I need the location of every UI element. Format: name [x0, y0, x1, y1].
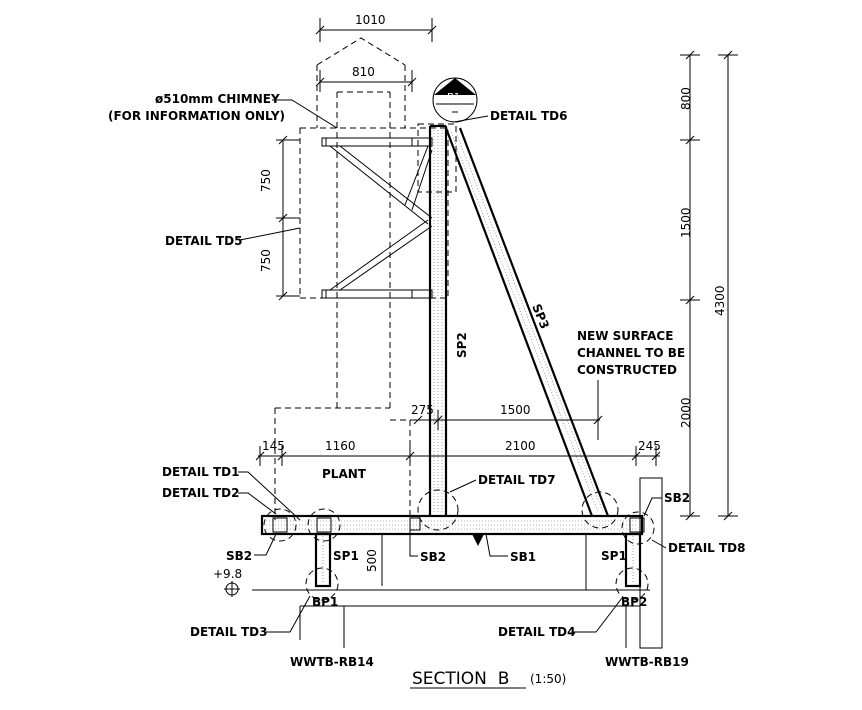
dim-2100: 2100 — [505, 439, 536, 453]
detail-td1-label: DETAIL TD1 — [162, 465, 239, 479]
chimney-brackets — [321, 137, 433, 299]
dim-2000: 2000 — [679, 397, 693, 428]
right-vertical-dimensions: 800 1500 2000 4300 — [679, 50, 738, 521]
top-dimensions: 1010 810 — [315, 13, 437, 92]
sb2-right-leader — [643, 497, 662, 517]
detail-td2-label: DETAIL TD2 — [162, 486, 239, 500]
right-wall — [639, 477, 663, 649]
dim-750-upper: 750 — [259, 169, 273, 192]
new-channel-line1: NEW SURFACE — [577, 329, 673, 343]
detail-td5-label: DETAIL TD5 — [165, 234, 242, 248]
dim-275: 275 — [411, 403, 434, 417]
dim-145: 145 — [262, 439, 285, 453]
td7-leader — [449, 479, 477, 493]
detail-circles — [263, 489, 655, 601]
dim-1010: 1010 — [355, 13, 386, 27]
chimney-leader — [272, 99, 338, 129]
detail-td6-label: DETAIL TD6 — [490, 109, 567, 123]
td5-leader — [239, 227, 301, 241]
new-channel-line3: CONSTRUCTED — [577, 363, 677, 377]
sp2-label: SP2 — [455, 332, 469, 358]
dim-1500-vertical: 1500 — [679, 207, 693, 238]
dim-245: 245 — [638, 439, 661, 453]
dim-1500-horizontal: 1500 — [500, 403, 531, 417]
rb19-label: WWTB-RB19 — [605, 655, 689, 669]
new-channel-line2: CHANNEL TO BE — [577, 346, 685, 360]
plant-label: PLANT — [322, 467, 367, 481]
dim-4300: 4300 — [713, 285, 727, 316]
td4-leader — [572, 597, 623, 633]
sp1-posts — [314, 532, 642, 588]
sp3-strut — [444, 127, 610, 517]
sb2-left-label: SB2 — [226, 549, 252, 563]
section-title: SECTION B — [412, 669, 509, 689]
dim-500: 500 — [365, 549, 379, 572]
chimney-label-line1: ø510mm CHIMNEY — [155, 92, 280, 106]
bp2-label: BP2 — [621, 595, 647, 609]
level-marker: +9.8 — [213, 567, 242, 597]
b1-label: B1 — [447, 92, 460, 103]
dim-750-lower: 750 — [259, 249, 273, 272]
detail-td4-label: DETAIL TD4 — [498, 625, 575, 639]
td2-leader — [238, 492, 277, 515]
chimney-outline — [274, 37, 449, 520]
td3-leader — [266, 595, 311, 633]
rb14-label: WWTB-RB14 — [290, 655, 374, 669]
sb1-label: SB1 — [510, 550, 536, 564]
detail-td8-label: DETAIL TD8 — [668, 541, 745, 555]
sp1-left-label: SP1 — [333, 549, 359, 563]
sb2-left-leader — [254, 533, 277, 556]
level-label: +9.8 — [213, 567, 242, 581]
sp2-column — [428, 124, 448, 516]
td1-leader — [238, 471, 301, 521]
sb1-base-beam — [260, 514, 644, 536]
sp1-right-label: SP1 — [601, 549, 627, 563]
sb2-mid-label: SB2 — [420, 550, 446, 564]
b1-detail-symbol: B1 — [432, 77, 478, 123]
detail-td7-label: DETAIL TD7 — [478, 473, 555, 487]
sb2-mid-leader — [409, 530, 418, 557]
dim-800: 800 — [679, 87, 693, 110]
sb2-right-label: SB2 — [664, 491, 690, 505]
td8-leader — [651, 539, 667, 549]
mid-horizontal-dimensions: 275 1500 — [410, 403, 603, 430]
bp1-label: BP1 — [312, 595, 338, 609]
detail-td3-label: DETAIL TD3 — [190, 625, 267, 639]
dim-1160: 1160 — [325, 439, 356, 453]
td6-box — [417, 123, 457, 193]
sb1-leader — [485, 533, 508, 557]
section-marker — [472, 534, 484, 546]
ground-line — [252, 534, 650, 648]
td6-leader — [453, 115, 489, 123]
section-scale: (1:50) — [530, 672, 566, 686]
dim-810: 810 — [352, 65, 375, 79]
chimney-label-line2: (FOR INFORMATION ONLY) — [108, 109, 285, 123]
lower-horizontal-dimensions: 145 1160 2100 245 — [255, 439, 661, 466]
left-vertical-dimensions: 750 750 — [259, 135, 300, 301]
